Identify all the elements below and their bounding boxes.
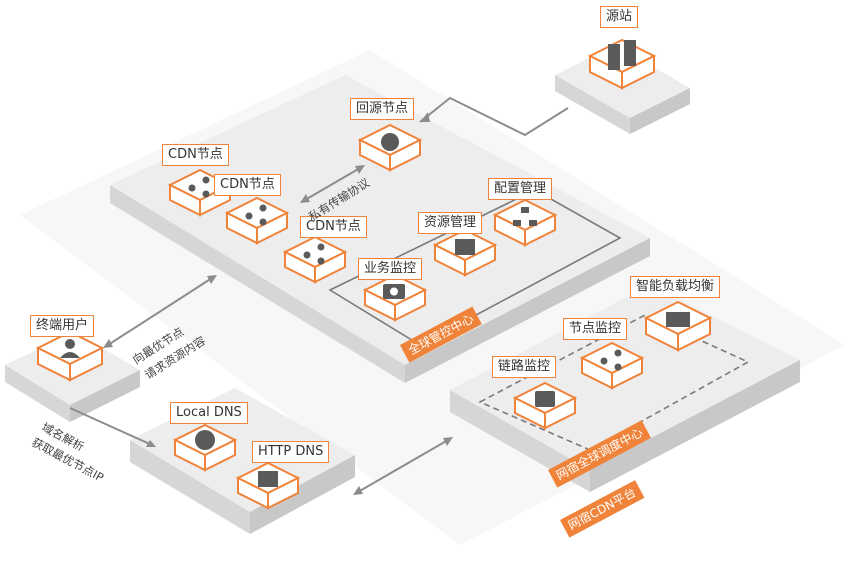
local-dns-globe-icon <box>172 423 238 472</box>
smart-load-balancer-label: 智能负载均衡 <box>630 276 721 298</box>
config-management-label: 配置管理 <box>488 178 553 200</box>
resource-management-icon <box>432 228 498 277</box>
cdn-node-2-label: CDN节点 <box>214 174 281 196</box>
node-monitor-label: 节点监控 <box>563 318 628 340</box>
cdn-node-3-label: CDN节点 <box>300 216 367 238</box>
http-dns-icon <box>235 461 301 510</box>
node-blocks <box>35 38 713 510</box>
http-dns-label: HTTP DNS <box>252 441 330 463</box>
dispatch-zone-outline <box>478 314 750 451</box>
end-user-label: 终端用户 <box>30 315 95 337</box>
back-origin-label: 回源节点 <box>350 98 415 120</box>
config-management-icon <box>492 198 558 247</box>
back-origin-cloud-icon <box>357 123 423 172</box>
origin-server-icon <box>587 38 657 90</box>
cdn-node-2-share-icon <box>224 196 290 245</box>
link-monitor-icon <box>512 381 578 430</box>
control-platform <box>110 75 650 383</box>
business-monitor-camera-icon <box>362 273 428 322</box>
cdn-node-1-label: CDN节点 <box>162 144 229 166</box>
local-dns-label: Local DNS <box>170 402 248 424</box>
link-monitor-label: 链路监控 <box>492 356 557 378</box>
end-user-person-icon <box>35 330 105 382</box>
origin-label: 源站 <box>600 6 639 28</box>
connectors <box>69 96 569 495</box>
business-monitor-label: 业务监控 <box>358 258 423 280</box>
node-monitor-share-icon <box>579 341 645 390</box>
cdn-node-3-share-icon <box>282 235 348 284</box>
smart-load-balancer-icon <box>643 300 713 352</box>
resource-management-label: 资源管理 <box>418 212 483 234</box>
